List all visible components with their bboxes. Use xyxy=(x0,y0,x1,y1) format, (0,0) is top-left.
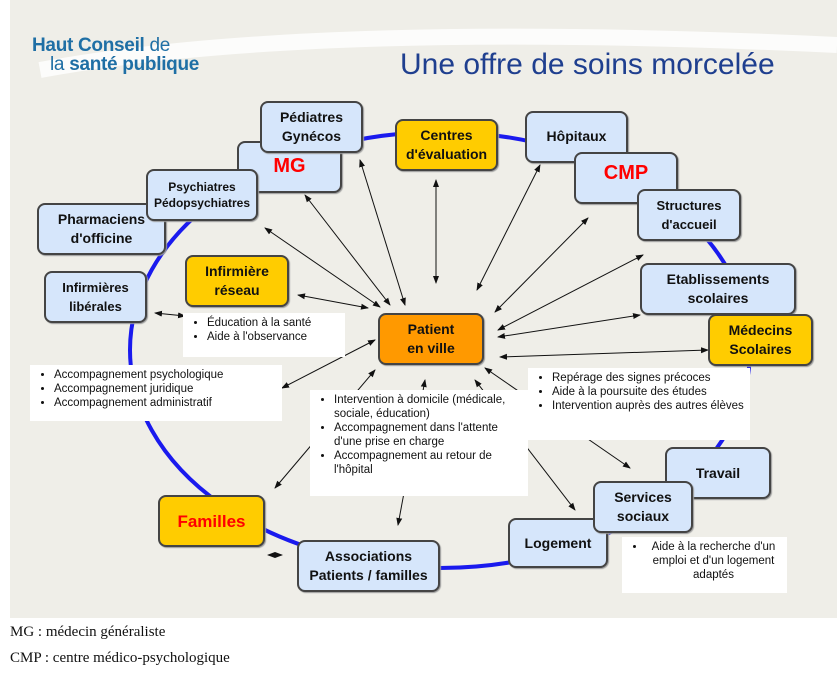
note-scolaire: Repérage des signes précocesAide à la po… xyxy=(528,368,750,440)
connections xyxy=(38,28,837,570)
page-title: Une offre de soins morcelée xyxy=(400,48,775,81)
legend-mg: MG : médecin généraliste xyxy=(10,624,166,640)
legend-cmp: CMP : centre médico-psychologique xyxy=(10,650,230,666)
node-logement: Logement xyxy=(508,518,608,568)
note-intervention: Intervention à domicile (médicale, socia… xyxy=(310,390,528,496)
node-cmp: CMP xyxy=(574,152,678,204)
note-accompagnement: Accompagnement psychologiqueAccompagneme… xyxy=(30,365,282,421)
arrows xyxy=(154,159,709,558)
node-familles: Familles xyxy=(158,495,265,547)
note-reseau: Éducation à la santéAide à l'observance xyxy=(183,313,345,357)
note-emploi: Aide à la recherche d'un emploi et d'un … xyxy=(622,537,787,593)
